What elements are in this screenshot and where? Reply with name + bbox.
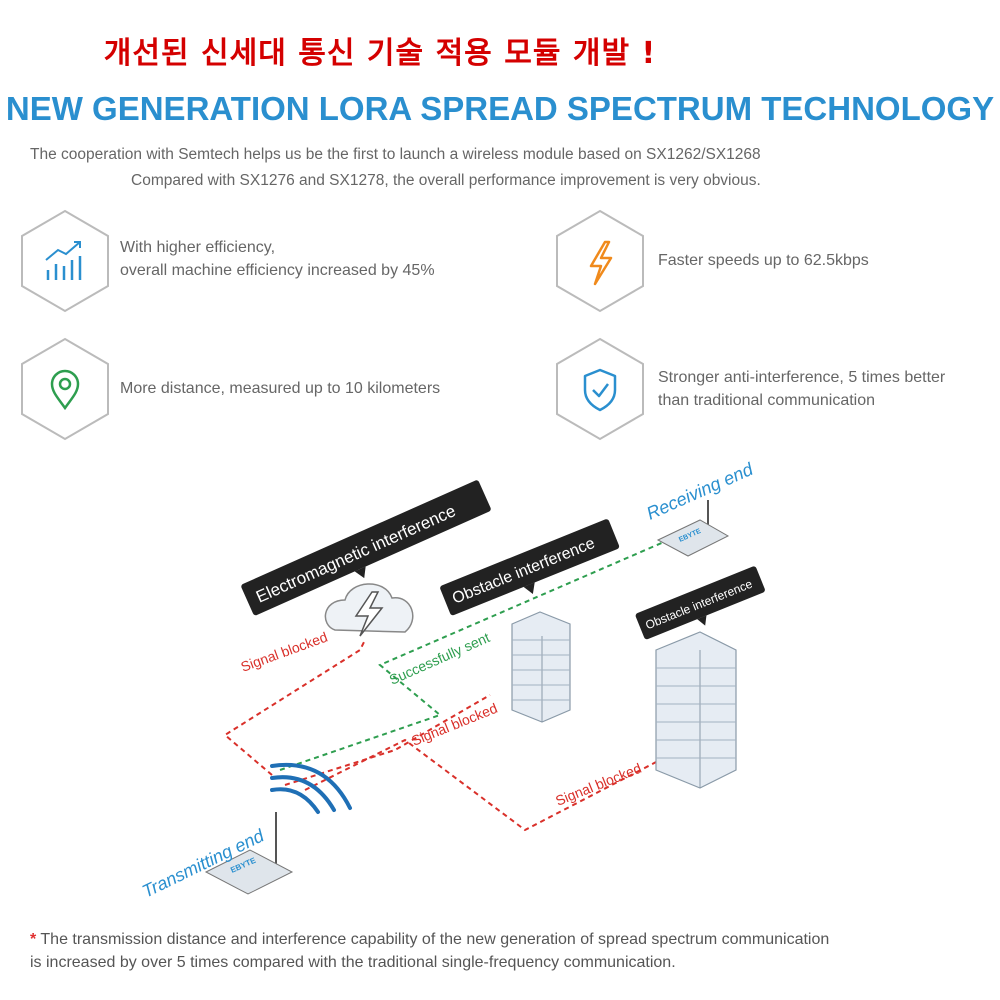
signal-blocked-label-2: Signal blocked (409, 700, 499, 749)
feature-2-line-1: Faster speeds up to 62.5kbps (658, 252, 869, 269)
feature-1-line-1: With higher efficiency, (120, 239, 276, 256)
feature-1-hexagon (21, 209, 109, 313)
transmitting-device: EBYTE (204, 812, 294, 895)
signal-diagram: Electromagnetic interference Obstacle in… (139, 459, 765, 902)
signal-blocked-label-1: Signal blocked (239, 629, 330, 675)
subtitle-line-2: Compared with SX1276 and SX1278, the ove… (131, 172, 761, 189)
feature-4-text: Stronger anti-interference, 5 times bett… (658, 366, 998, 412)
location-pin-icon (50, 369, 80, 411)
korean-title: 개선된 신세대 통신 기술 적용 모듈 개발 ! (103, 36, 657, 71)
cloud-lightning-icon (324, 583, 414, 637)
feature-4-hexagon (556, 337, 644, 441)
receiving-device: EBYTE (656, 500, 730, 557)
footnote-star: * (30, 931, 37, 948)
subtitle-line-1: The cooperation with Semtech helps us be… (30, 146, 761, 163)
path-red-1 (223, 639, 366, 776)
shield-check-icon (583, 368, 617, 412)
footer-line-1: * The transmission distance and interfer… (30, 931, 830, 948)
feature-4-line-1: Stronger anti-interference, 5 times bett… (658, 369, 946, 386)
lightning-icon (589, 240, 613, 286)
obstacle-label-1: Obstacle interference (450, 535, 597, 608)
feature-2-hexagon (556, 209, 644, 313)
path-green (279, 534, 681, 771)
feature-3-hexagon (21, 337, 109, 441)
feature-1-text: With higher efficiency, overall machine … (120, 236, 540, 282)
signal-waves-icon (270, 763, 352, 814)
bar-chart-icon (45, 241, 82, 280)
main-title: NEW GENERATION LORA SPREAD SPECTRUM TECH… (5, 90, 995, 127)
footer-line-2: is increased by over 5 times compared wi… (30, 954, 676, 971)
obstacle-callout-1: Obstacle interference (440, 519, 620, 616)
signal-blocked-label-3: Signal blocked (553, 760, 643, 809)
successfully-sent-label: Successfully sent (387, 629, 492, 688)
building-1 (511, 611, 571, 723)
feature-1-line-2: overall machine efficiency increased by … (120, 262, 435, 279)
feature-4-line-2: than traditional communication (658, 392, 876, 409)
feature-2-text: Faster speeds up to 62.5kbps (658, 249, 988, 272)
path-red-3 (304, 738, 661, 832)
feature-3-text: More distance, measured up to 10 kilomet… (120, 377, 540, 400)
footer-note: * The transmission distance and interfer… (30, 928, 990, 974)
building-2 (655, 631, 737, 789)
feature-3-line-1: More distance, measured up to 10 kilomet… (120, 380, 441, 397)
receiving-end-label: Receiving end (643, 459, 756, 524)
